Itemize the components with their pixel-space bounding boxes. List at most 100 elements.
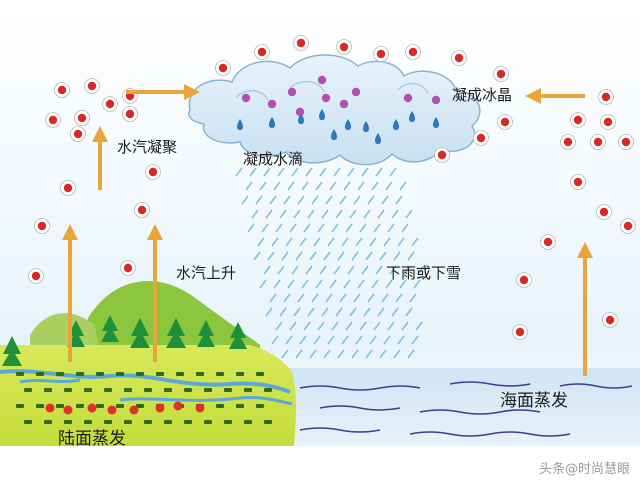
cloud-vapor-dot bbox=[317, 75, 327, 85]
rain-streak bbox=[271, 335, 279, 345]
rain-streak bbox=[263, 265, 271, 275]
rain-streak bbox=[383, 237, 391, 247]
watermark: 头条@时尚慧眼 bbox=[538, 462, 630, 477]
vapor-particle bbox=[37, 221, 47, 231]
rain-streak bbox=[255, 195, 263, 205]
field-mark bbox=[144, 388, 152, 392]
field-mark bbox=[184, 420, 192, 424]
rain-streak bbox=[347, 167, 355, 177]
cloud-vapor-dots bbox=[241, 75, 441, 117]
rain-streak bbox=[277, 167, 285, 177]
rain-streak bbox=[319, 265, 327, 275]
rain-streak bbox=[345, 321, 353, 331]
field-mark bbox=[36, 404, 44, 408]
rain-streak bbox=[275, 321, 283, 331]
rain-streak bbox=[289, 223, 297, 233]
rain-streak bbox=[321, 209, 329, 219]
cloud-vapor-dot bbox=[403, 93, 413, 103]
field-mark bbox=[196, 372, 204, 376]
rain-streak bbox=[355, 237, 363, 247]
field-mark bbox=[164, 388, 172, 392]
cloud-vapor-dot bbox=[267, 99, 277, 109]
rain-streak bbox=[345, 223, 353, 233]
rain-streak bbox=[371, 181, 379, 191]
rain-streak bbox=[285, 237, 293, 247]
rain-streak bbox=[351, 251, 359, 261]
field-mark bbox=[224, 388, 232, 392]
rain-streak bbox=[363, 307, 371, 317]
water-drop bbox=[409, 111, 415, 122]
water-drop bbox=[269, 117, 275, 128]
rain-streak bbox=[361, 265, 369, 275]
rain-streak bbox=[361, 167, 369, 177]
rain-streak bbox=[333, 167, 341, 177]
rain-streak bbox=[277, 265, 285, 275]
vapor-particle bbox=[519, 275, 529, 285]
vapor-particle bbox=[437, 150, 447, 160]
rain-streak bbox=[417, 265, 425, 275]
rain-streak bbox=[315, 181, 323, 191]
vapor-particle bbox=[563, 137, 573, 147]
rain-streak bbox=[389, 167, 397, 177]
field-mark bbox=[84, 388, 92, 392]
rain-streak bbox=[305, 167, 313, 177]
rain-streak bbox=[281, 349, 289, 359]
rain-streak bbox=[353, 195, 361, 205]
cloud bbox=[188, 54, 481, 166]
field-mark bbox=[16, 404, 24, 408]
rain-streak bbox=[313, 237, 321, 247]
label-vapor-rise: 水汽上升 bbox=[176, 264, 237, 282]
label-sea-evaporation: 海面蒸发 bbox=[500, 391, 568, 411]
rain-streak bbox=[265, 209, 273, 219]
rain-streak bbox=[273, 279, 281, 289]
water-drop bbox=[345, 119, 351, 130]
ground-particle bbox=[87, 403, 97, 413]
rain-streak bbox=[271, 237, 279, 247]
vapor-particle bbox=[123, 263, 133, 273]
vapor-particle bbox=[573, 115, 583, 125]
field-mark bbox=[44, 388, 52, 392]
rain-streak bbox=[311, 293, 319, 303]
rain-streak bbox=[401, 321, 409, 331]
field-mark bbox=[56, 404, 64, 408]
rain-streak bbox=[413, 279, 421, 289]
rain-streak bbox=[325, 293, 333, 303]
rain-streak bbox=[385, 279, 393, 289]
rain-streak bbox=[407, 349, 415, 359]
rain-streak bbox=[303, 223, 311, 233]
water-drop bbox=[237, 119, 243, 130]
rain-streak bbox=[269, 195, 277, 205]
rain-streak bbox=[415, 321, 423, 331]
rain-streak bbox=[347, 265, 355, 275]
vapor-particle bbox=[593, 137, 603, 147]
field-mark bbox=[104, 388, 112, 392]
rain-streak bbox=[381, 195, 389, 205]
rain-streak bbox=[309, 349, 317, 359]
field-mark bbox=[144, 420, 152, 424]
rain-streak bbox=[381, 293, 389, 303]
rain-streak bbox=[331, 223, 339, 233]
rain-streak bbox=[333, 265, 341, 275]
rain-streak bbox=[379, 251, 387, 261]
rain-streak bbox=[287, 279, 295, 289]
field-mark bbox=[236, 372, 244, 376]
rain-streak bbox=[385, 181, 393, 191]
rain-streak bbox=[317, 321, 325, 331]
rain-streak bbox=[265, 307, 273, 317]
rain-streak bbox=[311, 195, 319, 205]
vapor-particle bbox=[339, 42, 349, 52]
rain-streak bbox=[365, 349, 373, 359]
rain-streak bbox=[357, 279, 365, 289]
rain-streak bbox=[307, 307, 315, 317]
rain-streak bbox=[283, 195, 291, 205]
rain-streak bbox=[401, 223, 409, 233]
rain-streak bbox=[289, 321, 297, 331]
field-mark bbox=[96, 372, 104, 376]
ground-particle bbox=[173, 401, 183, 411]
vapor-particle bbox=[496, 69, 506, 79]
field-mark bbox=[156, 372, 164, 376]
rain-streak bbox=[367, 293, 375, 303]
vapor-particle bbox=[218, 63, 228, 73]
vapor-particle bbox=[454, 53, 464, 63]
